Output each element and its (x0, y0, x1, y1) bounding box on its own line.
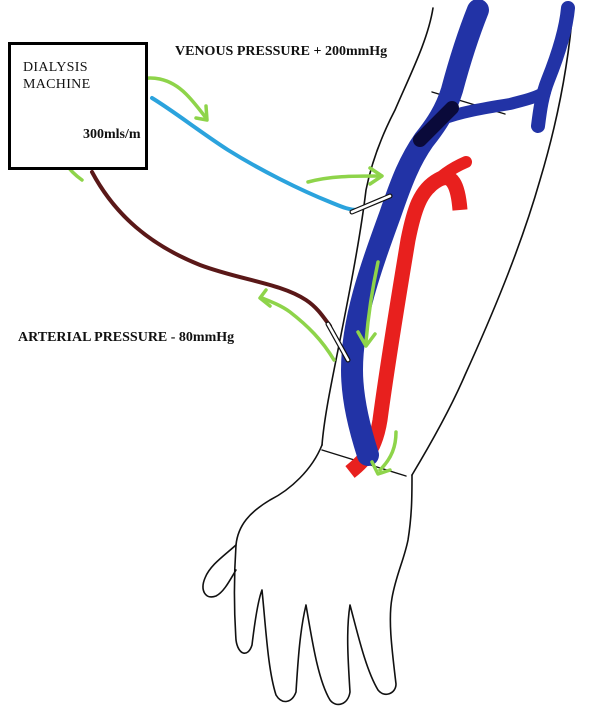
dialysis-machine-title: DIALYSIS MACHINE (23, 59, 90, 93)
arterial-pressure-label: ARTERIAL PRESSURE - 80mmHg (18, 330, 234, 346)
thumb-outline (203, 545, 236, 597)
dialysis-machine-title-line1: DIALYSIS (23, 59, 90, 76)
dialysis-machine-box: DIALYSIS MACHINE 300mls/m (8, 42, 148, 170)
venous-return-tube (152, 98, 358, 210)
flow-arrow-arterial-icon (262, 298, 334, 360)
arterial-draw-tube (92, 172, 330, 326)
venous-pressure-label: VENOUS PRESSURE + 200mmHg (175, 44, 387, 60)
hand-outline (235, 445, 413, 704)
vein-right-branch (538, 8, 568, 126)
flow-rate-label: 300mls/m (83, 127, 141, 143)
dialysis-machine-title-line2: MACHINE (23, 76, 90, 93)
